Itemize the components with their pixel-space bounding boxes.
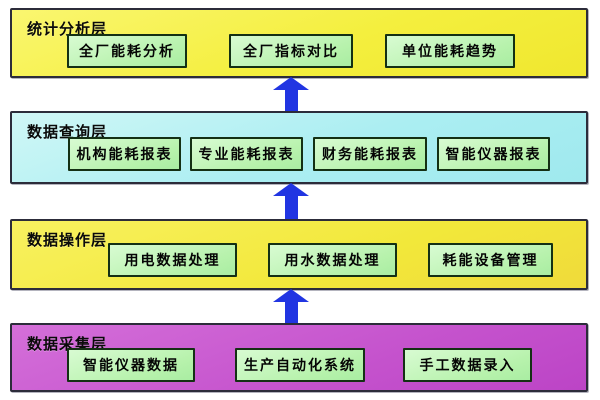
node-unit-energy-trend: 单位能耗趋势	[385, 34, 515, 68]
layer-data-operation-label: 数据操作层	[27, 232, 108, 249]
layer-data-query: 数据查询层 机构能耗报表 专业能耗报表 财务能耗报表 智能仪器报表	[10, 111, 588, 184]
node-electricity-data-processing: 用电数据处理	[108, 243, 237, 277]
node-plant-indicator-comparison: 全厂指标对比	[229, 34, 353, 68]
node-plant-energy-analysis: 全厂能耗分析	[67, 34, 187, 68]
node-manual-data-entry: 手工数据录入	[403, 348, 532, 382]
layer-data-operation: 数据操作层 用电数据处理 用水数据处理 耗能设备管理	[10, 219, 588, 290]
layer-data-collection: 数据采集层 智能仪器数据 生产自动化系统 手工数据录入	[10, 323, 588, 392]
node-specialty-energy-report: 专业能耗报表	[190, 137, 303, 171]
up-arrow-icon-operation-to-query	[273, 183, 309, 220]
arrow-head	[273, 289, 309, 302]
up-arrow-icon-collection-to-operation	[273, 289, 309, 324]
node-energy-equipment-management: 耗能设备管理	[428, 243, 553, 277]
arrow-head	[273, 77, 309, 90]
layer-statistical-analysis-label: 统计分析层	[27, 21, 108, 38]
node-smart-meter-data: 智能仪器数据	[67, 348, 195, 382]
layer-data-query-label: 数据查询层	[27, 124, 108, 141]
node-org-energy-report: 机构能耗报表	[68, 137, 181, 171]
node-production-automation-system: 生产自动化系统	[235, 348, 365, 382]
layer-statistical-analysis: 统计分析层 全厂能耗分析 全厂指标对比 单位能耗趋势	[10, 8, 588, 78]
arrow-shaft	[284, 302, 298, 324]
arrow-shaft	[284, 196, 298, 220]
arrow-head	[273, 183, 309, 196]
node-finance-energy-report: 财务能耗报表	[313, 137, 427, 171]
node-smart-meter-report: 智能仪器报表	[437, 137, 550, 171]
arrow-shaft	[284, 90, 298, 112]
node-water-data-processing: 用水数据处理	[268, 243, 397, 277]
up-arrow-icon-query-to-analysis	[273, 77, 309, 112]
